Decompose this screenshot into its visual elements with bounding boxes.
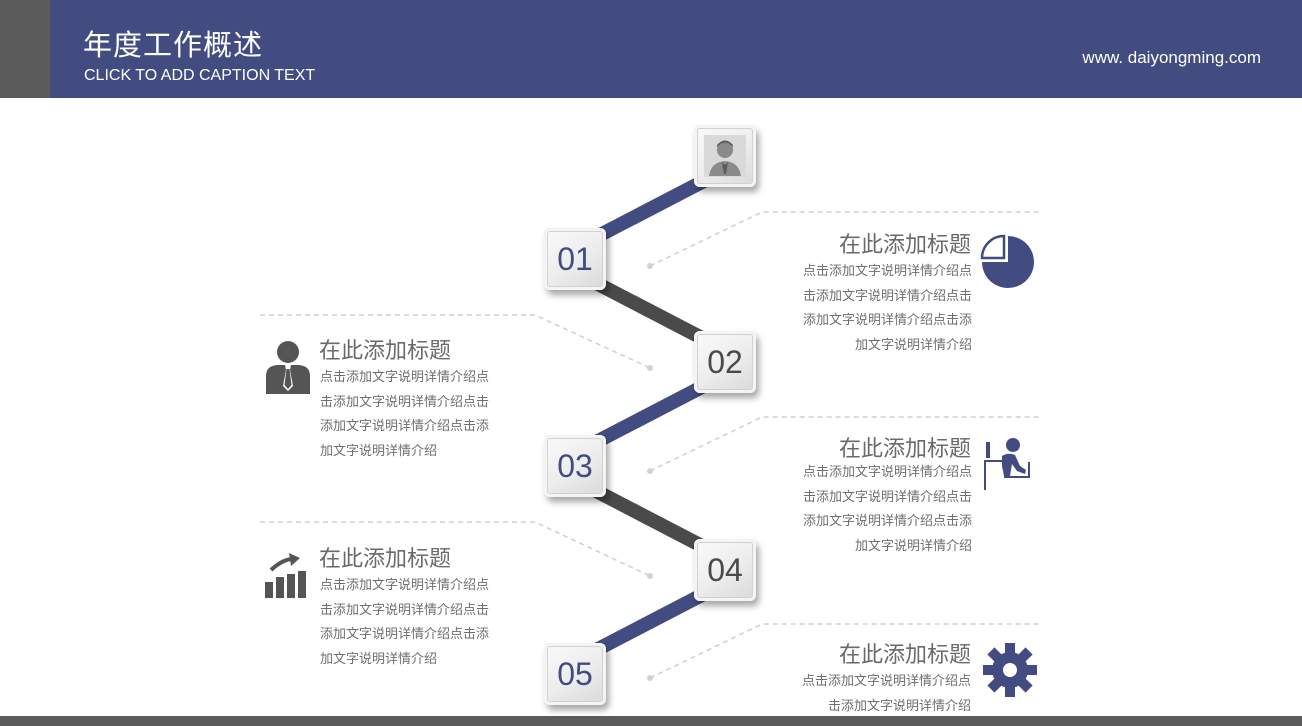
item-description: 点击添加文字说明详情介绍点击添加文字说明详情介绍点击添加文字说明详情介绍点击添加… bbox=[320, 370, 490, 459]
leader-line bbox=[649, 416, 1040, 472]
leader-line bbox=[649, 211, 1040, 267]
avatar-icon bbox=[704, 135, 746, 177]
leader-line bbox=[260, 521, 651, 577]
step-number: 01 bbox=[557, 240, 593, 277]
header-bar bbox=[0, 0, 1302, 98]
growth-chart-icon bbox=[265, 553, 306, 598]
step-box-05: 05 bbox=[544, 643, 606, 705]
footer-bar bbox=[0, 716, 1302, 726]
page-title: 年度工作概述 bbox=[83, 28, 264, 62]
item-title: 在此添加标题 bbox=[319, 547, 452, 572]
avatar-box bbox=[694, 125, 756, 187]
leader-line bbox=[260, 314, 651, 369]
step-number: 04 bbox=[707, 551, 743, 588]
item-title: 在此添加标题 bbox=[838, 437, 971, 462]
step-box-03: 03 bbox=[544, 435, 606, 497]
leader-line bbox=[649, 623, 1040, 679]
step-number: 05 bbox=[557, 655, 593, 692]
page-subtitle: CLICK TO ADD CAPTION TEXT bbox=[84, 67, 316, 84]
header-accent-strip bbox=[0, 0, 50, 98]
gear-icon bbox=[983, 643, 1037, 697]
step-box-04: 04 bbox=[694, 539, 756, 601]
pie-chart-icon bbox=[980, 234, 1034, 288]
item-description: 点击添加文字说明详情介绍点击添加文字说明详情介绍点击添加文字说明详情介绍点击添加… bbox=[802, 465, 972, 554]
header-url: www. daiyongming.com bbox=[1082, 48, 1261, 67]
item-title: 在此添加标题 bbox=[838, 643, 971, 668]
step-number: 02 bbox=[707, 343, 743, 380]
item-description: 点击添加文字说明详情介绍点击添加文字说明详情介绍点击添加文字说明详情介绍点击添加… bbox=[320, 578, 490, 667]
item-description: 点击添加文字说明详情介绍点击添加文字说明详情介绍 bbox=[801, 674, 971, 714]
step-box-01: 01 bbox=[544, 228, 606, 290]
step-box-02: 02 bbox=[694, 331, 756, 393]
step-number: 03 bbox=[557, 447, 593, 484]
item-title: 在此添加标题 bbox=[319, 339, 452, 364]
item-title: 在此添加标题 bbox=[838, 233, 971, 258]
businessman-icon bbox=[266, 341, 310, 394]
item-description: 点击添加文字说明详情介绍点击添加文字说明详情介绍点击添加文字说明详情介绍点击添加… bbox=[802, 264, 972, 353]
person-at-desk-icon bbox=[984, 438, 1030, 490]
